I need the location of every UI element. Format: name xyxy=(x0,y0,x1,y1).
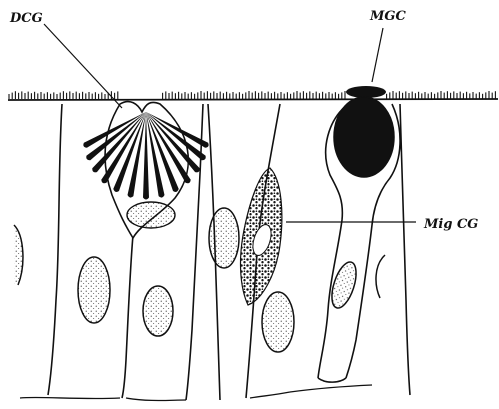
dcg-goblet-cell xyxy=(83,102,208,238)
apical-surface-line xyxy=(8,99,498,100)
nucleus xyxy=(327,259,361,311)
cell-wall xyxy=(122,235,133,398)
cell-wall xyxy=(400,104,410,395)
label-mgc: MGC xyxy=(369,9,406,24)
dcg-nucleus xyxy=(127,202,175,228)
brush-border xyxy=(9,91,495,99)
cell-wall xyxy=(318,378,346,382)
nucleus-partial xyxy=(376,255,385,298)
mgc-mucous-mass xyxy=(334,97,394,177)
leader-line-mgc xyxy=(372,28,383,82)
mig-cg-cell xyxy=(241,168,282,305)
cell-nuclei xyxy=(14,208,385,352)
nucleus xyxy=(78,257,110,323)
secretory-granules xyxy=(83,112,208,200)
label-mig-cg: Mig CG xyxy=(423,217,478,232)
nucleus xyxy=(262,292,294,352)
nucleus xyxy=(143,286,173,336)
label-dcg: DCG xyxy=(9,11,43,26)
basal-membrane xyxy=(20,385,372,401)
cell-wall xyxy=(48,104,62,395)
nucleus xyxy=(209,208,239,268)
